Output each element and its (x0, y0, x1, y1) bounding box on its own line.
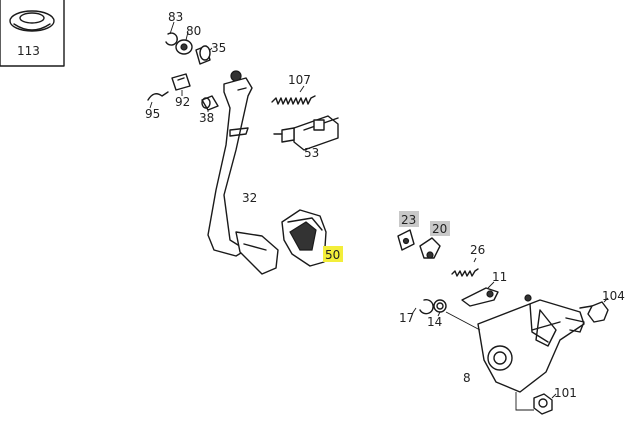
part-20-lever: 20 (419, 221, 450, 259)
part-23-clip: 23 (397, 211, 419, 251)
part-17-circlip: 17 (399, 298, 434, 325)
label-80: 80 (186, 24, 201, 38)
label-26: 26 (470, 243, 485, 257)
part-83-circlip: 83 (165, 10, 183, 46)
part-11-arm: 11 (461, 270, 507, 307)
inset-box: 113 (0, 0, 65, 67)
label-38: 38 (199, 111, 214, 125)
part-101-nut: 101 (515, 386, 577, 415)
label-14: 14 (427, 315, 442, 329)
label-32: 32 (242, 191, 257, 205)
label-20: 20 (432, 222, 447, 236)
label-11: 11 (492, 270, 507, 284)
label-92: 92 (175, 95, 190, 109)
label-23: 23 (401, 213, 416, 227)
part-38-sleeve: 38 (199, 95, 219, 125)
part-35-bushing: 35 (195, 41, 226, 65)
highlight-23 (399, 211, 419, 227)
highlight-20 (430, 221, 450, 236)
part-95-pin: 95 (145, 91, 169, 121)
part-104-bolt: 104 (579, 289, 625, 323)
label-104: 104 (602, 289, 625, 303)
label-113: 113 (17, 44, 40, 58)
label-17: 17 (399, 311, 414, 325)
highlight-50 (323, 246, 343, 262)
part-50-pedal-pad: 50 (281, 209, 343, 267)
part-8-pedal-bracket: 8 (445, 294, 585, 393)
part-53-switch: 53 (273, 115, 339, 160)
label-95: 95 (145, 107, 160, 121)
label-50: 50 (325, 248, 340, 262)
part-80-washer: 80 (175, 24, 201, 55)
label-101: 101 (554, 386, 577, 400)
label-83: 83 (168, 10, 183, 24)
part-32-clutch-pedal: 32 (207, 70, 279, 275)
part-107-spring: 107 (271, 73, 316, 105)
label-107: 107 (288, 73, 311, 87)
part-26-spring: 26 (451, 243, 485, 277)
label-53: 53 (304, 146, 319, 160)
part-14-bushing: 14 (427, 299, 447, 329)
label-35: 35 (211, 41, 226, 55)
label-8: 8 (463, 371, 471, 385)
part-92-clip: 92 (171, 73, 191, 109)
